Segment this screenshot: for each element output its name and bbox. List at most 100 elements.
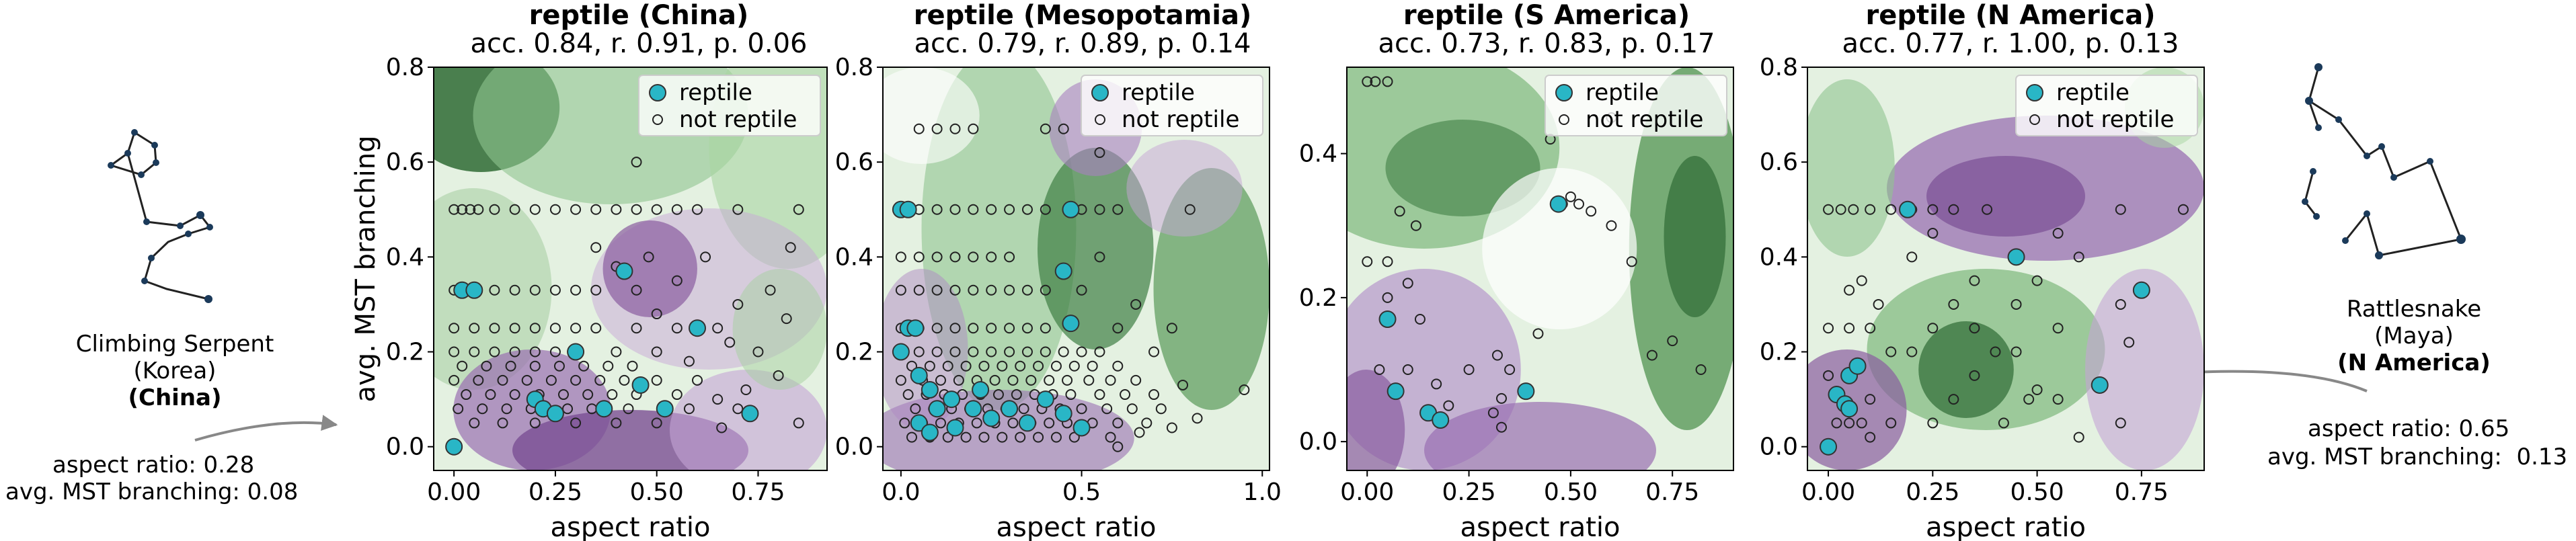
not-reptile-point	[949, 346, 961, 358]
not-reptile-point	[553, 360, 565, 372]
not-reptile-point	[469, 323, 480, 334]
not-reptile-point	[1058, 346, 1069, 358]
y-tick-label: 0.4	[386, 243, 424, 271]
left-mst-branching: avg. MST branching: 0.08	[5, 478, 299, 505]
reptile-point	[2007, 248, 2025, 266]
density-region	[434, 188, 552, 390]
not-reptile-point	[1105, 431, 1116, 443]
x-axis-label: aspect ratio	[1460, 512, 1621, 541]
not-reptile-point	[1496, 392, 1507, 404]
not-reptile-point	[497, 417, 508, 429]
reptile-point	[1549, 195, 1567, 213]
not-reptile-point	[1990, 346, 2001, 358]
not-reptile-point	[910, 403, 921, 415]
not-reptile-point	[1033, 431, 1044, 443]
not-reptile-point	[1431, 378, 1442, 390]
x-tick-label: 0.00	[1340, 478, 1394, 506]
not-reptile-point	[895, 284, 906, 296]
not-reptile-point	[481, 360, 492, 372]
rattlesnake-stars	[2302, 63, 2466, 259]
not-reptile-point	[1040, 123, 1051, 134]
legend-reptile-label: reptile	[1122, 79, 1195, 106]
not-reptile-point	[643, 251, 654, 263]
plot-frame	[882, 67, 1270, 471]
not-reptile-point	[978, 360, 990, 372]
not-reptile-point	[1844, 284, 1855, 296]
not-reptile-point	[949, 123, 961, 134]
y-tick-label: 0.4	[1760, 243, 1798, 271]
not-reptile-point	[501, 403, 512, 415]
not-reptile-point	[1094, 147, 1105, 159]
not-reptile-point	[1083, 374, 1095, 386]
reptile-point	[921, 381, 939, 399]
not-reptile-point	[1044, 374, 1055, 386]
reptile-point	[567, 343, 585, 361]
reptile-point	[946, 419, 964, 437]
panel-3-title: reptile (S America)	[1403, 0, 1690, 31]
not-reptile-point	[2115, 417, 2126, 429]
not-reptile-point	[489, 284, 500, 296]
not-reptile-point	[1192, 413, 1203, 424]
legend-not-reptile-marker	[1559, 114, 1569, 125]
not-reptile-point	[1487, 407, 1499, 419]
x-tick-label: 0.00	[427, 478, 481, 506]
reptile-point	[2091, 376, 2109, 394]
not-reptile-point	[465, 204, 476, 215]
not-reptile-point	[549, 346, 561, 358]
not-reptile-point	[1695, 364, 1707, 375]
not-reptile-point	[1050, 360, 1062, 372]
x-axis-label: aspect ratio	[551, 512, 711, 541]
not-reptile-point	[1856, 275, 1867, 286]
not-reptile-point	[935, 374, 946, 386]
reptile-point	[1018, 414, 1036, 432]
not-reptile-point	[1112, 360, 1124, 372]
not-reptile-point	[1058, 123, 1069, 134]
not-reptile-point	[1362, 256, 1373, 267]
left-figure-name: Climbing Serpent	[75, 331, 274, 358]
left-figure-region: (China)	[128, 384, 222, 411]
not-reptile-point	[671, 323, 682, 334]
not-reptile-point	[740, 384, 752, 395]
not-reptile-point	[732, 298, 744, 310]
not-reptile-point	[1021, 323, 1033, 334]
reptile-point	[964, 400, 982, 418]
not-reptile-point	[1362, 76, 1373, 87]
not-reptile-point	[968, 204, 979, 215]
not-reptile-point	[570, 204, 582, 215]
not-reptile-point	[453, 403, 464, 415]
not-reptile-point	[1382, 256, 1393, 267]
reptile-point	[1001, 400, 1019, 418]
reptile-point	[741, 405, 759, 423]
not-reptile-point	[935, 417, 946, 429]
not-reptile-point	[895, 374, 906, 386]
not-reptile-point	[1370, 76, 1381, 87]
not-reptile-point	[1906, 251, 1918, 263]
not-reptile-point	[1865, 431, 1876, 443]
not-reptile-point	[1885, 346, 1897, 358]
not-reptile-point	[1667, 335, 1678, 347]
not-reptile-point	[1998, 417, 2009, 429]
not-reptile-point	[1166, 422, 1177, 433]
not-reptile-point	[1062, 374, 1073, 386]
not-reptile-point	[1134, 427, 1145, 438]
not-reptile-point	[1166, 323, 1177, 334]
plot-frame	[433, 67, 828, 471]
reptile-point	[595, 400, 613, 418]
not-reptile-point	[611, 204, 622, 215]
legend-box	[638, 75, 821, 136]
not-reptile-point	[1844, 323, 1855, 334]
not-reptile-point	[2177, 204, 2189, 215]
not-reptile-point	[732, 403, 744, 415]
not-reptile-point	[578, 360, 590, 372]
reptile-point	[1062, 200, 1080, 218]
reptile-point	[1072, 419, 1091, 437]
left-figure-culture: (Korea)	[133, 358, 217, 384]
not-reptile-point	[1443, 400, 1454, 411]
reptile-point	[1848, 357, 1867, 375]
not-reptile-point	[1148, 346, 1160, 358]
not-reptile-point	[942, 360, 953, 372]
panel-2-title: reptile (Mesopotamia)	[913, 0, 1252, 31]
legend-box	[2015, 75, 2198, 136]
not-reptile-point	[582, 389, 594, 401]
